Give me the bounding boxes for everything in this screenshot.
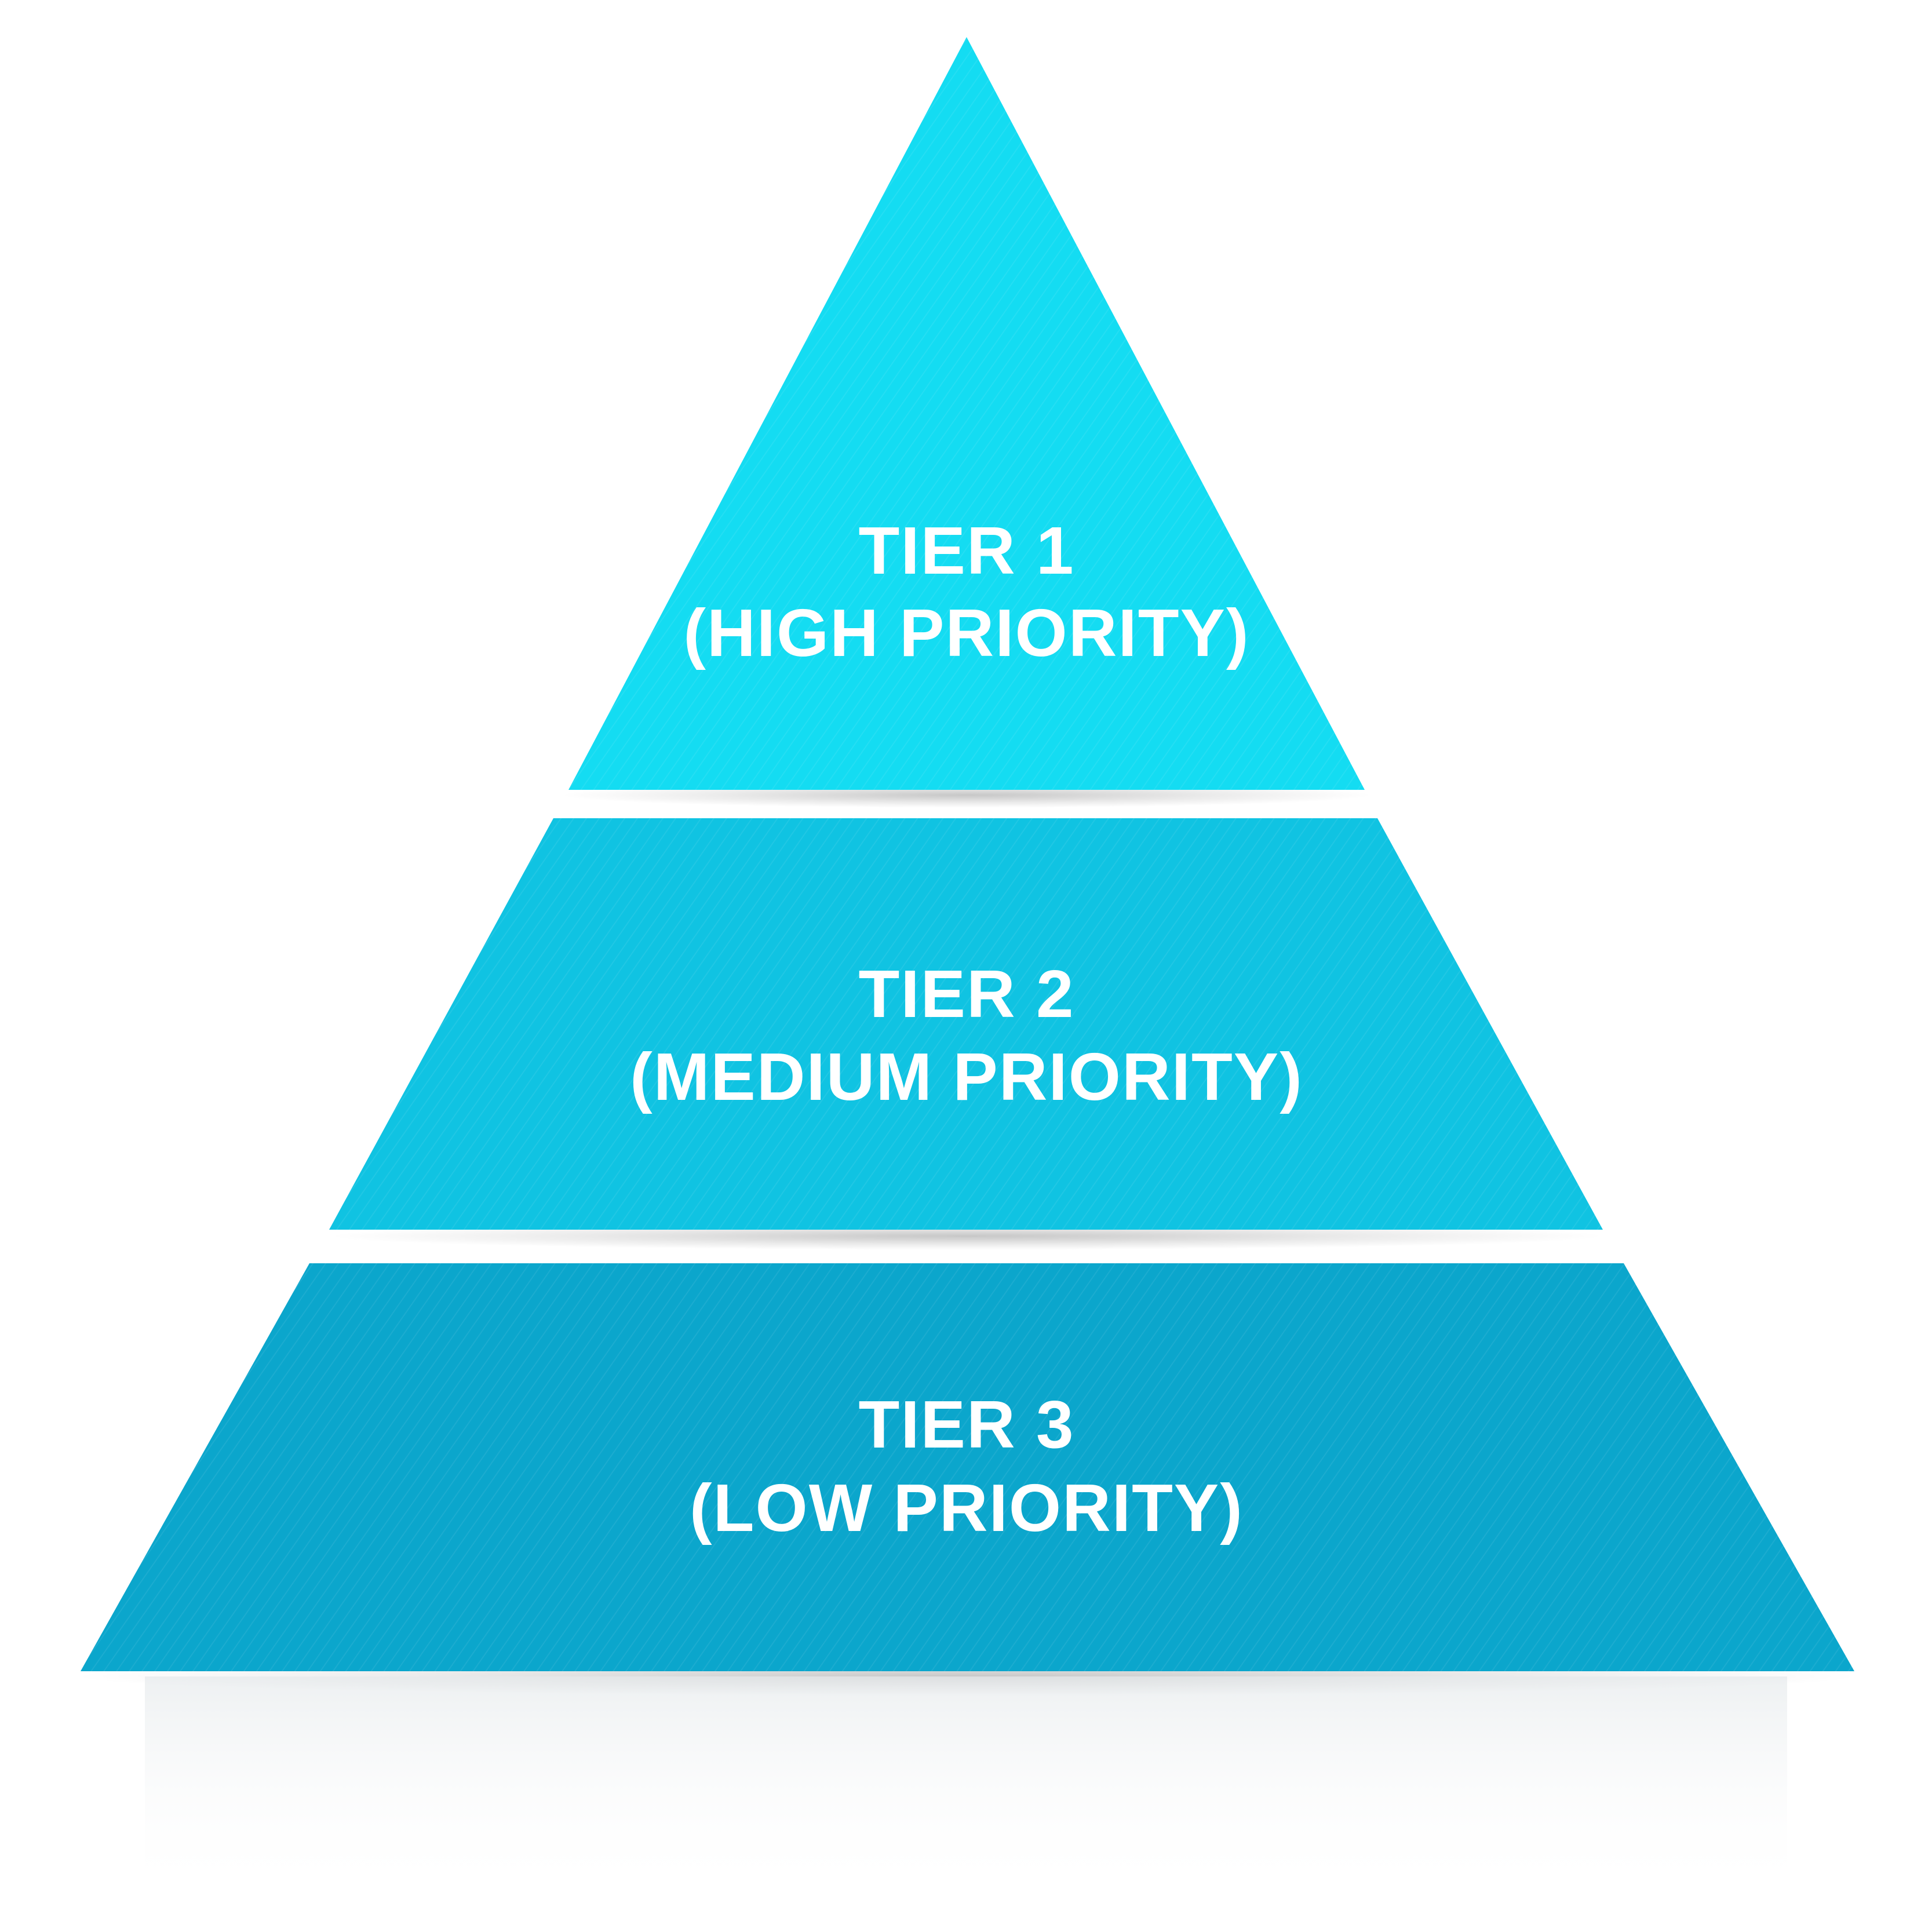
tier-3-texture: [81, 1263, 1854, 1671]
tier-3-priority: (LOW PRIORITY): [690, 1470, 1244, 1545]
tier-1-texture: [568, 37, 1365, 790]
tier-3: TIER 3 (LOW PRIORITY): [81, 1263, 1854, 1671]
ground-reflection: [145, 1676, 1787, 1897]
tier-1-priority: (HIGH PRIORITY): [683, 595, 1249, 670]
tier-2-texture: [329, 818, 1603, 1230]
tier-2-title: TIER 2: [859, 956, 1075, 1031]
tier-2: TIER 2 (MEDIUM PRIORITY): [329, 818, 1603, 1230]
tier-2-priority: (MEDIUM PRIORITY): [630, 1039, 1303, 1114]
tier-1-title: TIER 1: [859, 513, 1075, 588]
tier-3-title: TIER 3: [859, 1387, 1075, 1462]
tier-1: TIER 1 (HIGH PRIORITY): [568, 37, 1365, 790]
